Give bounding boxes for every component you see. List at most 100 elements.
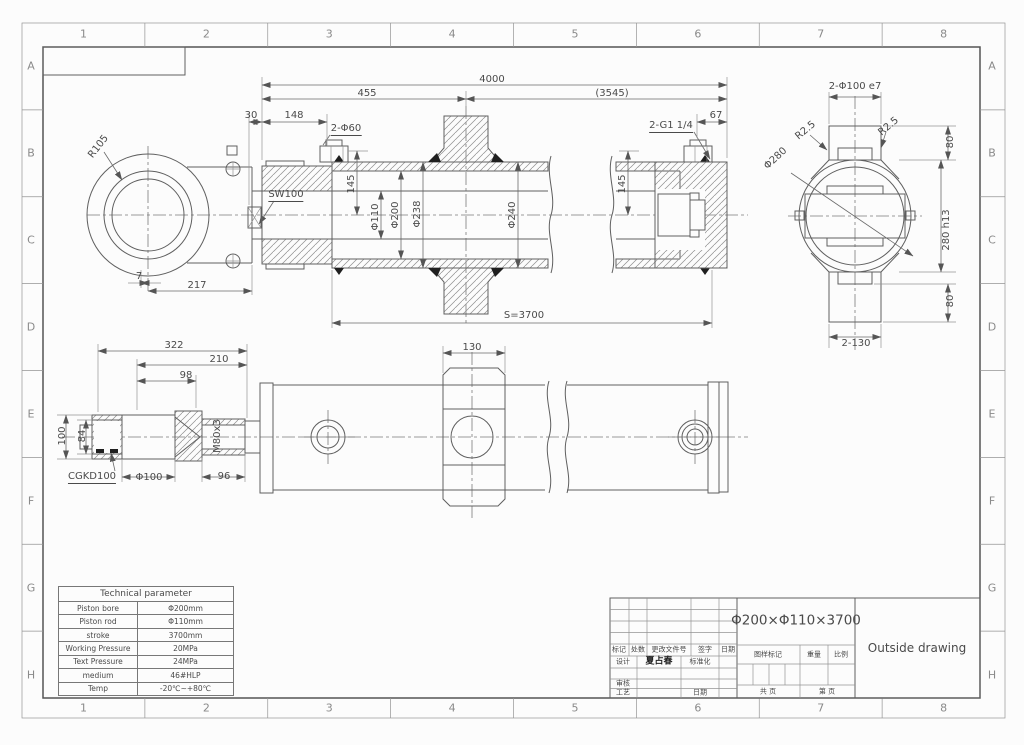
dim-4000: 4000 bbox=[479, 74, 505, 85]
dim-280h13: 280 h13 bbox=[941, 209, 952, 251]
zone-row-left-G: G bbox=[26, 581, 36, 595]
dim-130: 130 bbox=[462, 342, 482, 353]
zone-row-left-D: D bbox=[26, 320, 36, 334]
sheet-frame bbox=[21, 22, 1006, 719]
zone-row-right-G: G bbox=[987, 581, 997, 595]
dim-7: 7 bbox=[135, 271, 143, 282]
param-value: Φ200mm bbox=[168, 603, 203, 613]
dim-d238: Φ238 bbox=[412, 200, 423, 228]
param-label: Working Pressure bbox=[59, 642, 138, 655]
dim-455: 455 bbox=[357, 88, 377, 99]
zone-col-top-5: 5 bbox=[571, 27, 579, 41]
param-label: stroke bbox=[59, 628, 138, 642]
dim-217: 217 bbox=[187, 280, 207, 291]
zone-row-left-E: E bbox=[27, 407, 35, 421]
plan-view bbox=[57, 344, 748, 518]
tb-count: 处数 bbox=[631, 645, 645, 654]
zone-col-top-8: 8 bbox=[940, 27, 948, 41]
dim-80-top: 80 bbox=[945, 135, 956, 149]
tb-signature: 签字 bbox=[698, 645, 712, 654]
zone-row-right-D: D bbox=[987, 320, 997, 334]
zone-row-left-B: B bbox=[27, 146, 35, 160]
zone-row-left-C: C bbox=[27, 233, 35, 247]
zone-col-bottom-2: 2 bbox=[202, 701, 210, 715]
param-value: Φ110mm bbox=[168, 617, 203, 627]
zone-col-top-4: 4 bbox=[448, 27, 456, 41]
zone-row-right-B: B bbox=[988, 146, 996, 160]
param-label: Piston bore bbox=[59, 602, 138, 615]
zone-col-top-2: 2 bbox=[202, 27, 210, 41]
trunnion-end-view bbox=[788, 92, 956, 350]
zone-col-bottom-4: 4 bbox=[448, 701, 456, 715]
tb-part-no: Φ200×Φ110×3700 bbox=[731, 612, 861, 629]
zone-row-right-C: C bbox=[988, 233, 996, 247]
tb-process: 工艺 bbox=[616, 688, 630, 697]
tb-standardization: 标准化 bbox=[689, 657, 711, 666]
tb-designer-name: 夏占春 bbox=[645, 656, 673, 667]
zone-row-right-E: E bbox=[988, 407, 996, 421]
dim-30: 30 bbox=[244, 110, 258, 121]
tb-scale: 比例 bbox=[834, 650, 848, 658]
dim-100: 100 bbox=[57, 426, 68, 446]
dim-3545: (3545) bbox=[595, 88, 629, 99]
param-label: medium bbox=[59, 669, 138, 682]
zone-row-left-H: H bbox=[26, 668, 36, 682]
dim-d100-rod: Φ100 bbox=[135, 472, 163, 483]
dim-98: 98 bbox=[179, 370, 193, 381]
param-value: 46#HLP bbox=[170, 670, 201, 680]
main-section-view bbox=[86, 77, 748, 328]
zone-row-left-F: F bbox=[27, 494, 35, 508]
label-2xg1-1-4: 2-G1 1/4 bbox=[649, 120, 693, 133]
param-table-row: stroke 3700mm bbox=[59, 628, 233, 643]
label-cgkd100: CGKD100 bbox=[67, 471, 117, 484]
zone-col-top-7: 7 bbox=[817, 27, 825, 41]
zone-row-left-A: A bbox=[27, 59, 35, 73]
tb-check: 审核 bbox=[616, 679, 630, 687]
dim-322: 322 bbox=[164, 340, 184, 351]
zone-row-right-F: F bbox=[988, 494, 996, 508]
dim-80-bottom: 80 bbox=[945, 294, 956, 308]
zone-col-top-3: 3 bbox=[325, 27, 333, 41]
zone-col-top-6: 6 bbox=[694, 27, 702, 41]
zone-col-bottom-5: 5 bbox=[571, 701, 579, 715]
tb-total-pages: 共 页 bbox=[759, 687, 777, 695]
label-2xd100e7: 2-Φ100 e7 bbox=[828, 81, 882, 92]
dim-145-right: 145 bbox=[617, 174, 628, 194]
dim-s3700: S=3700 bbox=[503, 310, 545, 321]
tb-date2: 日期 bbox=[693, 688, 707, 697]
tb-date: 日期 bbox=[721, 645, 735, 654]
param-label: Temp bbox=[59, 682, 138, 695]
param-value: -20℃~+80℃ bbox=[159, 684, 212, 694]
tb-drawing-name: Outside drawing bbox=[867, 641, 967, 655]
param-table-row: Piston rod Φ110mm bbox=[59, 615, 233, 629]
tb-design: 设计 bbox=[616, 657, 630, 666]
zone-col-top-1: 1 bbox=[79, 27, 87, 41]
zone-col-bottom-8: 8 bbox=[940, 701, 948, 715]
dim-145-left: 145 bbox=[346, 174, 357, 194]
tb-drawing-mark: 图样标记 bbox=[754, 650, 782, 658]
param-value: 20MPa bbox=[173, 643, 198, 653]
dim-d110: Φ110 bbox=[370, 203, 381, 231]
dim-d200: Φ200 bbox=[390, 201, 401, 229]
tb-weight: 重量 bbox=[807, 650, 821, 658]
dim-d240: Φ240 bbox=[507, 201, 518, 229]
zone-col-bottom-3: 3 bbox=[325, 701, 333, 715]
dim-148: 148 bbox=[284, 110, 304, 121]
param-label: Text Pressure bbox=[59, 655, 138, 669]
zone-row-right-H: H bbox=[987, 668, 997, 682]
dim-84: 84 bbox=[77, 429, 88, 443]
param-label: Piston rod bbox=[59, 615, 138, 628]
param-value: 24MPa bbox=[173, 657, 198, 667]
dim-67: 67 bbox=[709, 110, 723, 121]
zone-row-right-A: A bbox=[988, 59, 996, 73]
title-block-grid bbox=[609, 597, 981, 699]
param-table-title: Technical parameter bbox=[59, 587, 233, 602]
zone-col-bottom-1: 1 bbox=[79, 701, 87, 715]
tb-mark: 标记 bbox=[612, 645, 626, 654]
dim-210: 210 bbox=[209, 354, 229, 365]
param-value: 3700mm bbox=[168, 630, 203, 640]
